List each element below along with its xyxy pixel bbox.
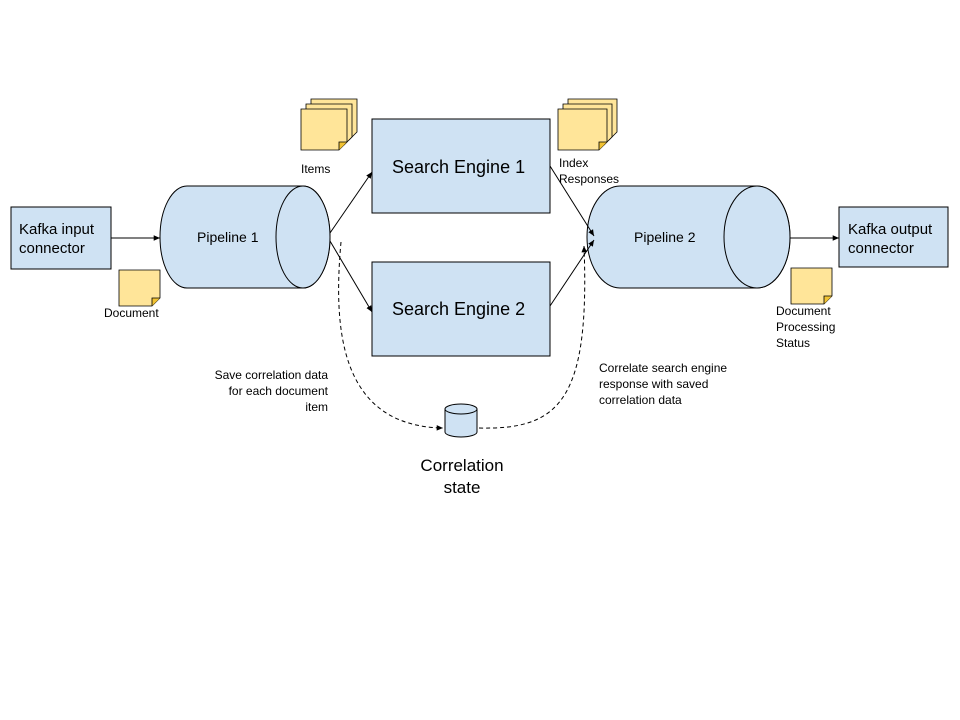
search-engine-1-box — [371, 118, 551, 214]
index-responses-label: Index Responses — [559, 156, 620, 186]
arrow-se1-to-pipeline2 — [549, 165, 595, 237]
items-label: Items — [301, 162, 331, 176]
pipeline-1-label: Pipeline 1 — [197, 229, 259, 245]
arrow-pipeline1-to-se1 — [329, 171, 373, 234]
kafka-input-box — [10, 206, 112, 270]
pipeline-2-cylinder — [586, 185, 791, 289]
arrow-pipeline1-to-se2 — [329, 240, 373, 313]
document-status-label: Document Processing Status — [776, 304, 836, 350]
search-engine-2-label: Search Engine 2 — [392, 299, 526, 319]
dashed-arrow-pipeline1-to-state — [338, 241, 444, 431]
kafka-output-box — [838, 206, 949, 268]
correlation-state-label: Correlation state — [420, 456, 504, 497]
dashed-arrow-state-to-pipeline2 — [478, 245, 588, 429]
document-status-icon — [790, 267, 833, 305]
pipeline-2-label: Pipeline 2 — [634, 229, 696, 245]
correlate-note: Correlate search engine response with sa… — [599, 361, 728, 407]
document-icon — [118, 269, 161, 307]
document-label: Document — [104, 306, 159, 320]
search-engine-2-box — [371, 261, 551, 357]
search-engine-1-label: Search Engine 1 — [392, 157, 526, 177]
correlation-state-database — [444, 403, 478, 438]
save-correlation-note: Save correlation data for each document … — [214, 368, 328, 414]
kafka-input-label: Kafka input connector — [19, 221, 95, 257]
kafka-output-label: Kafka output connector — [848, 221, 933, 257]
items-stack-icon — [300, 98, 358, 151]
arrow-se2-to-pipeline2 — [549, 239, 595, 307]
pipeline-1-cylinder — [159, 185, 331, 289]
index-responses-stack-icon — [557, 98, 618, 151]
